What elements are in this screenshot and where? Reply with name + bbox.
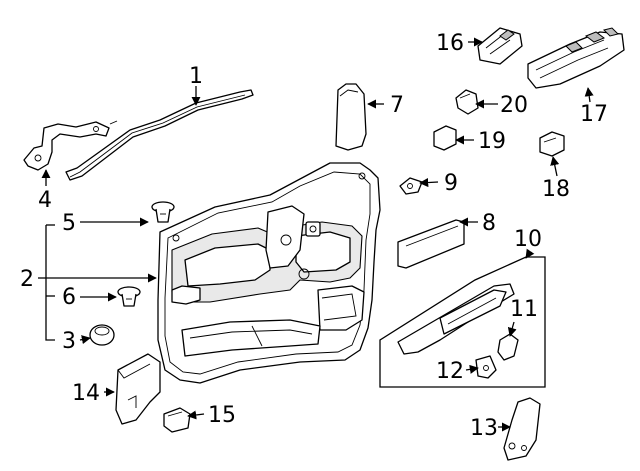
door-trim-panel-part bbox=[157, 162, 381, 384]
callout-6: 6 bbox=[62, 285, 76, 310]
lower-bracket-part bbox=[115, 353, 161, 425]
callout-4: 4 bbox=[38, 188, 52, 213]
callout-14: 14 bbox=[72, 381, 100, 406]
callout-17: 17 bbox=[580, 102, 608, 127]
button-part bbox=[433, 125, 457, 151]
callout-labels: 1 2 3 4 5 6 7 8 9 10 11 12 13 14 15 16 1… bbox=[20, 31, 608, 441]
callout-11: 11 bbox=[510, 297, 538, 322]
lock-switch-part bbox=[539, 131, 565, 157]
callout-5: 5 bbox=[62, 211, 76, 236]
callout-7: 7 bbox=[390, 93, 404, 118]
window-switch-part bbox=[477, 27, 523, 65]
nut-clip-part bbox=[399, 177, 423, 195]
small-switch-part bbox=[455, 89, 479, 115]
kick-trim-part bbox=[503, 397, 541, 461]
bracket-part bbox=[23, 120, 118, 171]
callout-12: 12 bbox=[436, 359, 464, 384]
weatherstrip-part bbox=[65, 89, 254, 181]
bezel-part bbox=[397, 219, 465, 269]
callout-13: 13 bbox=[470, 416, 498, 441]
callout-9: 9 bbox=[444, 171, 458, 196]
retainer-clip-part bbox=[117, 286, 141, 307]
leader-lines bbox=[38, 37, 594, 432]
callout-8: 8 bbox=[482, 211, 496, 236]
trim-cover-part bbox=[335, 83, 367, 151]
push-clip-part bbox=[151, 201, 175, 223]
callout-18: 18 bbox=[542, 177, 570, 202]
callout-16: 16 bbox=[436, 31, 464, 56]
callout-20: 20 bbox=[500, 93, 528, 118]
callout-10: 10 bbox=[514, 227, 542, 252]
callout-15: 15 bbox=[208, 403, 236, 428]
callout-19: 19 bbox=[478, 129, 506, 154]
callout-1: 1 bbox=[189, 64, 203, 89]
master-switch-part bbox=[527, 27, 625, 89]
grommet-part bbox=[89, 324, 115, 346]
clip-part bbox=[163, 407, 191, 433]
callout-2: 2 bbox=[20, 267, 34, 292]
callout-3: 3 bbox=[62, 329, 76, 354]
